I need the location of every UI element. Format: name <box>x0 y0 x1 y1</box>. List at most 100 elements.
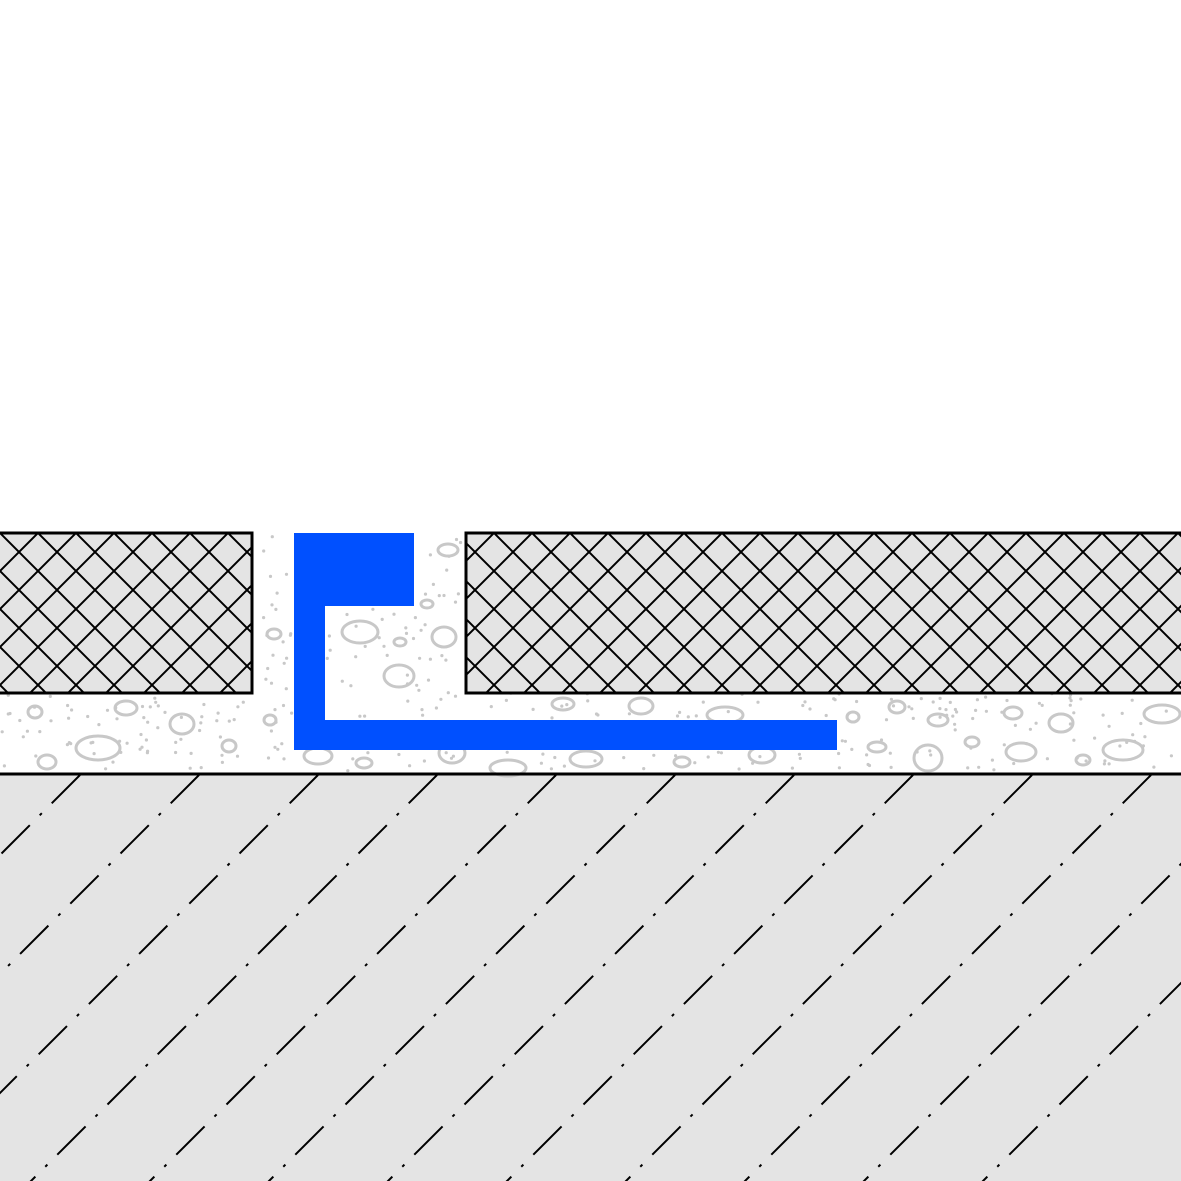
aggregate-pebble <box>845 710 861 724</box>
aggregate-pebble <box>392 636 408 648</box>
aggregate-dot <box>241 700 245 704</box>
aggregate-dot <box>418 656 422 660</box>
aggregate-dot <box>758 755 762 759</box>
aggregate-dot <box>652 753 656 757</box>
aggregate-dot <box>363 644 367 649</box>
aggregate-dot <box>188 766 192 770</box>
aggregate-pebble <box>1142 703 1181 725</box>
aggregate-dot <box>273 745 277 749</box>
aggregate-dot <box>938 715 942 719</box>
aggregate-pebble <box>262 713 278 727</box>
aggregate-dot <box>719 751 724 755</box>
aggregate-pebble <box>1047 712 1075 734</box>
aggregate-pebble <box>340 619 380 645</box>
aggregate-dot <box>174 740 178 745</box>
aggregate-dot <box>216 711 220 715</box>
aggregate-dot <box>454 537 459 542</box>
aggregate-dot <box>220 753 224 757</box>
aggregate-dot <box>889 697 894 701</box>
aggregate-dot <box>1120 711 1124 716</box>
substrate-hatch-line <box>148 775 557 1181</box>
aggregate-dot <box>938 707 942 711</box>
substrate-hatch-line <box>386 775 795 1181</box>
aggregate-dot <box>832 697 836 701</box>
aggregate-dot <box>678 710 682 715</box>
aggregate-dot <box>270 603 274 607</box>
aggregate-dot <box>1072 738 1076 742</box>
aggregate-dot <box>358 714 362 718</box>
aggregate-dot <box>907 705 911 709</box>
aggregate-dot <box>354 655 358 659</box>
aggregate-dot <box>49 719 53 723</box>
aggregate-dot <box>419 628 423 632</box>
aggregate-dot <box>560 704 564 708</box>
aggregate-dot <box>48 694 52 699</box>
aggregate-dot <box>92 752 96 756</box>
aggregate-dot <box>1069 699 1073 703</box>
aggregate-pebble <box>963 735 981 749</box>
aggregate-dot <box>1139 721 1143 726</box>
aggregate-dot <box>198 728 202 733</box>
aggregate-dot <box>948 700 952 705</box>
aggregate-dot <box>232 718 236 722</box>
aggregate-dot <box>415 683 419 687</box>
aggregate-pebble <box>113 699 139 717</box>
substrate-hatch-line <box>0 775 81 857</box>
aggregate-dot <box>984 695 988 699</box>
aggregate-dot <box>442 593 446 598</box>
aggregate-dot <box>444 751 448 755</box>
aggregate-dot <box>977 765 981 769</box>
aggregate-pebble <box>74 734 122 762</box>
aggregate-dot <box>262 549 266 553</box>
aggregate-dot <box>354 624 358 628</box>
aggregate-dot <box>25 729 29 733</box>
aggregate-dot <box>726 710 730 714</box>
aggregate-dot <box>586 699 590 703</box>
aggregate-dot <box>966 766 970 770</box>
aggregate-dot <box>138 747 142 751</box>
aggregate-pebble <box>419 598 435 610</box>
aggregate-dot <box>328 648 332 652</box>
aggregate-dot <box>380 617 384 622</box>
aggregate-dot <box>449 756 454 760</box>
aggregate-dot <box>1005 698 1009 703</box>
aggregate-dot <box>1101 713 1105 717</box>
aggregate-dot <box>1068 696 1072 700</box>
aggregate-dot <box>275 591 279 595</box>
aggregate-dot <box>446 691 450 695</box>
aggregate-dot <box>451 754 455 758</box>
aggregate-dot <box>423 623 427 627</box>
aggregate-dot <box>840 739 844 743</box>
aggregate-dot <box>884 718 889 722</box>
aggregate-dot <box>142 716 146 720</box>
aggregate-dot <box>146 749 150 753</box>
aggregate-dot <box>550 716 554 720</box>
aggregate-pebble <box>550 696 576 712</box>
aggregate-dot <box>346 769 350 773</box>
aggregate-dot <box>951 714 955 718</box>
aggregate-dot <box>179 715 183 720</box>
aggregate-dot <box>879 738 884 742</box>
tile-edge-profile <box>294 533 837 750</box>
aggregate-dot <box>756 700 760 704</box>
aggregate-dot <box>1143 735 1147 739</box>
substrate-hatch-line <box>0 775 319 1095</box>
aggregate-dot <box>273 708 277 712</box>
aggregate-dot <box>404 631 409 636</box>
aggregate-dot <box>156 704 160 708</box>
aggregate-dot <box>105 708 110 712</box>
aggregate-dot <box>269 729 273 733</box>
aggregate-pebble <box>627 696 655 716</box>
aggregate-dot <box>405 673 409 677</box>
aggregate-dot <box>992 768 996 772</box>
aggregate-pebble <box>1002 705 1024 721</box>
aggregate-dot <box>837 751 841 756</box>
aggregate-dot <box>938 696 942 701</box>
aggregate-dot <box>797 752 802 756</box>
aggregate-pebble <box>1004 741 1038 763</box>
aggregate-dot <box>421 713 425 717</box>
aggregate-dot <box>284 687 288 691</box>
aggregate-dot <box>693 761 697 765</box>
aggregate-dot <box>413 616 417 620</box>
